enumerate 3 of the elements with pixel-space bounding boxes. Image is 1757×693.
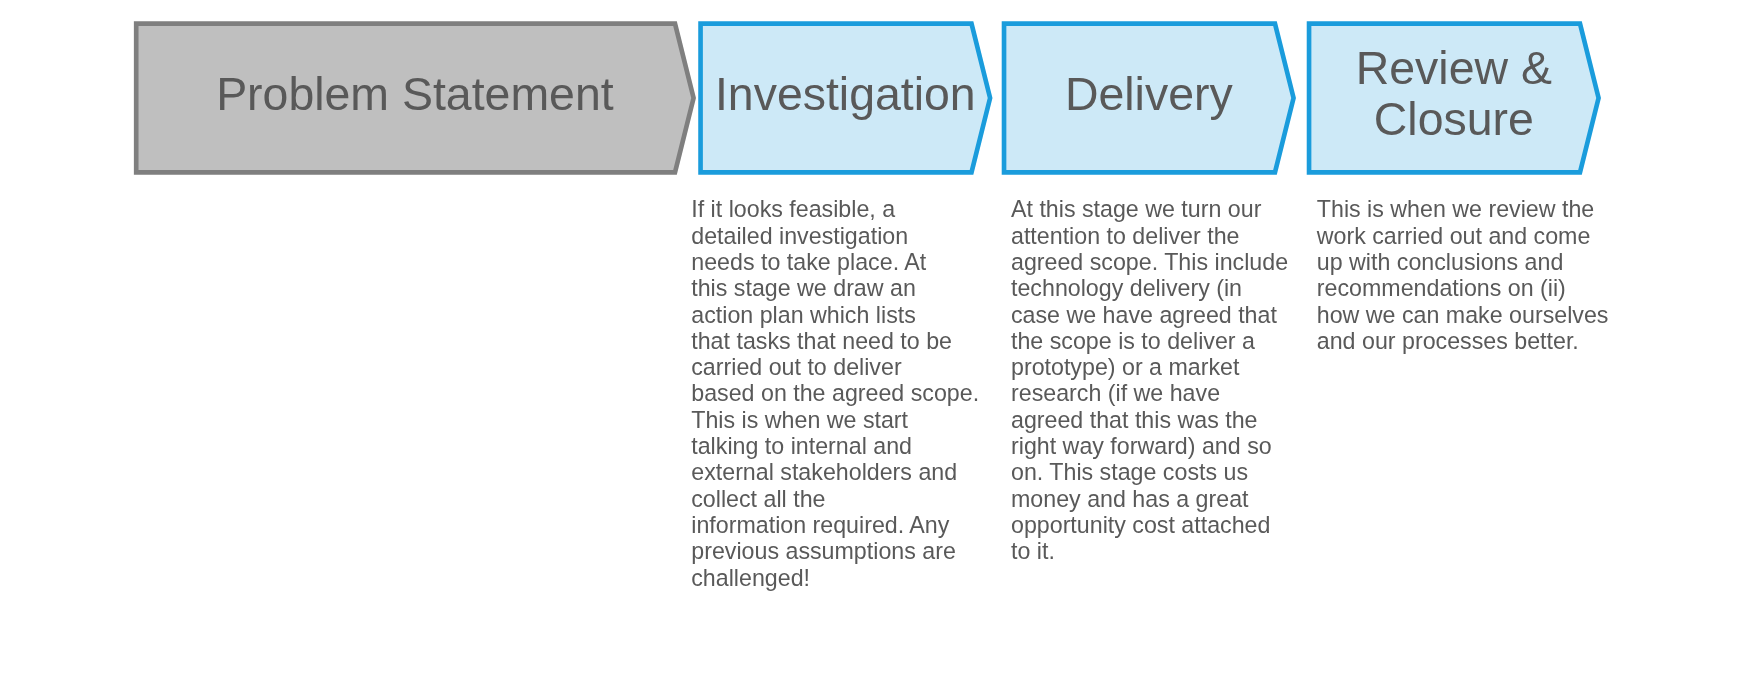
node-label: At this stage we turn our attention to deliver the agreed scope. This include technology delivery (in case we have agreed that the scope is to deliver a prototype) or a market research (if we have agreed that this was the right way forward) and so on. This stage costs us money and has a great opportunity cost attached to it. <box>1010 196 1288 565</box>
node-label: If it looks feasible, a detailed investigation needs to take place. At this stage we draw an action plan which lists that tasks that need to be carried out to deliver based on the agreed scope. This is when we start talking to internal and external stakeholders and collect all the information required. Any previous assumptions are challenged! <box>690 196 979 591</box>
node-label: This is when we review the work carried out and come up with conclusions and recommendations on (ii) how we can make ourselves and our processes better. <box>1316 196 1608 354</box>
